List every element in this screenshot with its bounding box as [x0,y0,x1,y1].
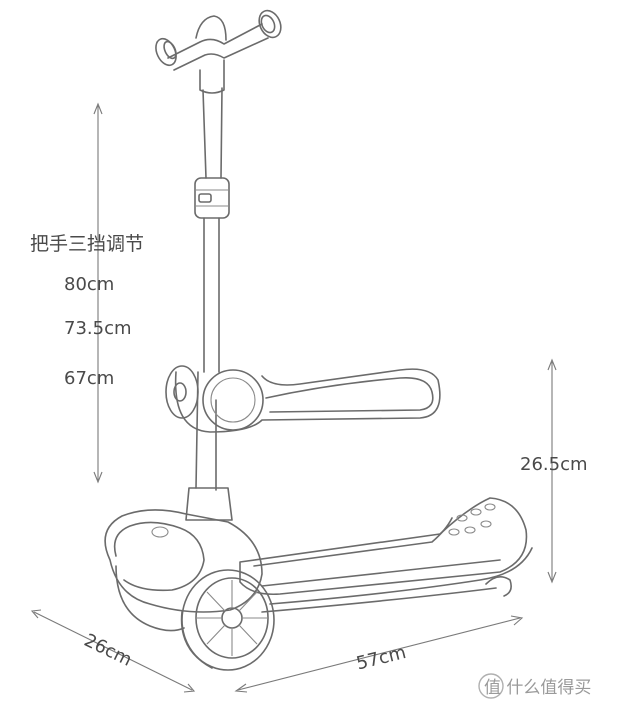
handle-level-high: 80cm [64,274,114,295]
watermark: 值 什么值得买 [478,673,591,699]
scooter-illustration [104,9,533,671]
length-label: 57cm [354,642,408,675]
handle-level-mid: 73.5cm [64,318,132,339]
seat-height-dimension [547,358,557,584]
handle-level-low: 67cm [64,368,114,389]
front-wheel [180,569,275,671]
seat [165,365,441,433]
handlebar [155,9,282,94]
length-dimension [234,615,524,693]
front-body [104,509,263,632]
steering-stem [185,87,233,521]
handle-height-dimension [93,102,103,484]
watermark-text: 值 什么值得买 [484,678,591,698]
watermark-logo-icon [478,673,504,699]
seat-height-label: 26.5cm [520,454,588,475]
deck [239,497,533,613]
handle-adjust-title: 把手三挡调节 [30,233,144,255]
width-dimension [30,609,196,693]
width-label: 26cm [81,630,135,671]
